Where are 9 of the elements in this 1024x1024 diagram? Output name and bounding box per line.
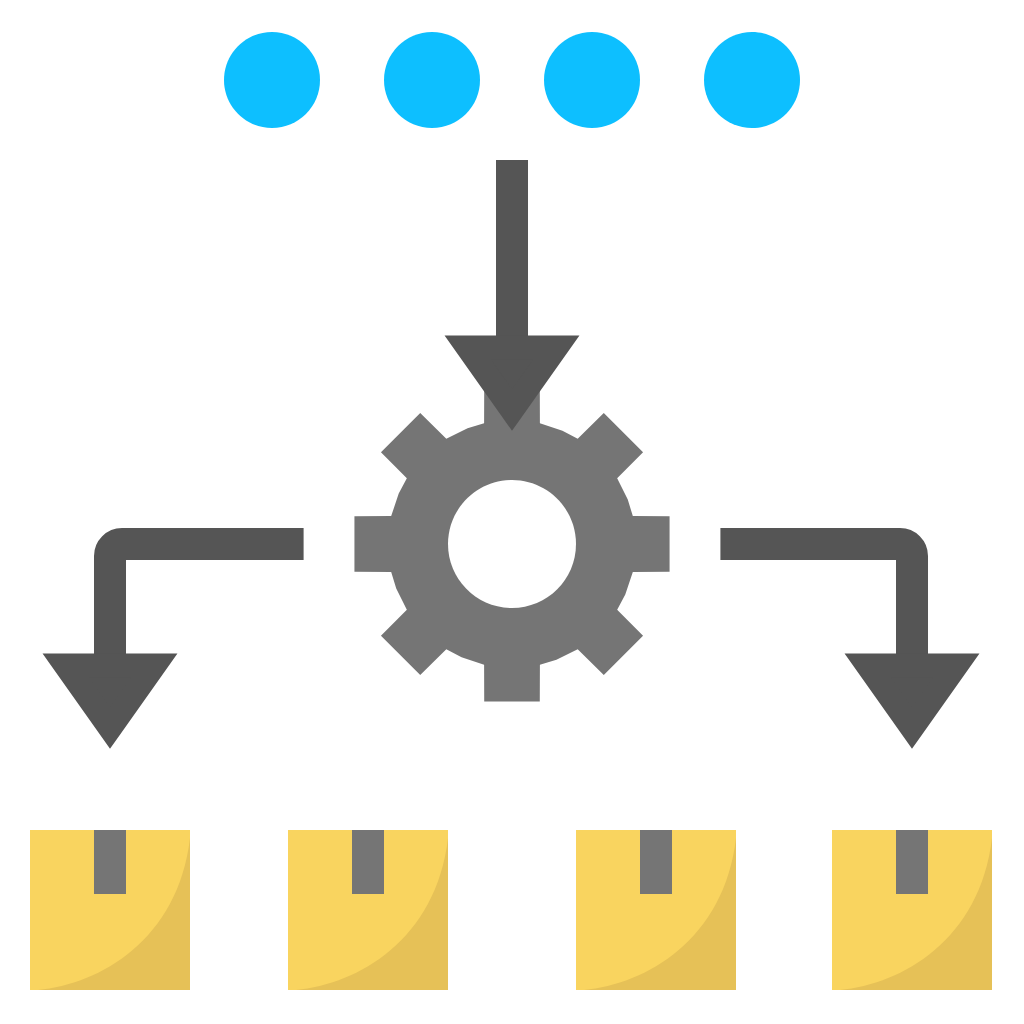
package-box xyxy=(30,830,190,990)
package-box xyxy=(832,830,992,990)
package-box xyxy=(576,830,736,990)
dot xyxy=(544,32,640,128)
dot xyxy=(384,32,480,128)
dot xyxy=(704,32,800,128)
package-box xyxy=(288,830,448,990)
dot xyxy=(224,32,320,128)
gear xyxy=(354,386,670,702)
